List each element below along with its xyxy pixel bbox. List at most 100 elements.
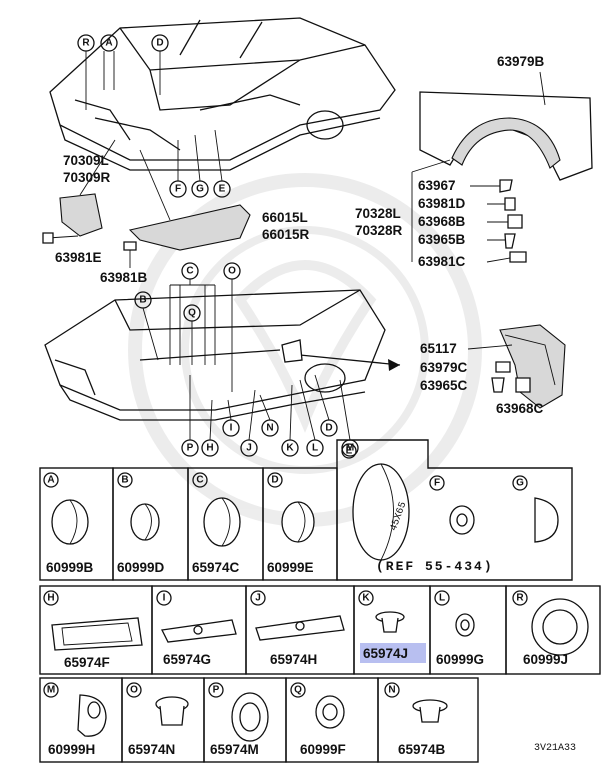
callout-I-middle: I: [222, 419, 240, 437]
grid-cell-I: I 65974G: [151, 585, 247, 675]
svg-text:B: B: [139, 295, 146, 306]
leader-65117: [467, 344, 513, 350]
diagram-code: 3V21A33: [534, 743, 576, 754]
callout-C-middle: C: [181, 262, 199, 280]
callout-L-middle: L: [306, 439, 324, 457]
grid-cell-H: H 65974F: [39, 585, 153, 675]
svg-text:Q: Q: [188, 308, 196, 319]
grid-cell-N: N 65974B: [377, 677, 479, 763]
bolt-icon: [504, 197, 516, 211]
svg-text:H: H: [206, 443, 213, 454]
svg-text:D: D: [325, 423, 332, 434]
callout-D-top: D: [151, 34, 169, 52]
svg-text:65974C: 65974C: [192, 560, 240, 575]
svg-text:65974B: 65974B: [398, 742, 446, 757]
nut-icon: [507, 214, 523, 229]
svg-text:60999J: 60999J: [523, 652, 568, 667]
bolt-icon: [42, 232, 54, 244]
label-63965C: 63965C: [420, 378, 468, 393]
svg-text:P: P: [187, 443, 194, 454]
label-70309L: 70309L: [63, 153, 109, 168]
svg-text:Q: Q: [294, 685, 302, 696]
svg-text:E: E: [346, 446, 353, 457]
highlight-box: [360, 643, 426, 663]
svg-text:B: B: [121, 475, 128, 486]
svg-text:60999D: 60999D: [117, 560, 165, 575]
label-66015R: 66015R: [262, 227, 310, 242]
grid-cell-L: L 60999G: [429, 585, 507, 675]
grid-cell-R: R 60999J: [505, 585, 601, 675]
svg-text:M: M: [47, 685, 55, 696]
svg-text:J: J: [255, 593, 261, 604]
callout-P-middle: P: [181, 439, 199, 457]
callout-N-middle: N: [261, 419, 279, 437]
label-63967: 63967: [418, 178, 456, 193]
screw-icon: [504, 233, 516, 249]
fender-bracket-top: [411, 159, 451, 173]
svg-text:O: O: [228, 266, 236, 277]
svg-text:K: K: [362, 593, 370, 604]
grid-cell-M: M 60999H: [39, 677, 123, 763]
svg-text:65974F: 65974F: [64, 655, 110, 670]
label-63968B: 63968B: [418, 214, 466, 229]
svg-text:M: M: [346, 443, 354, 454]
grid-cell-K: K 65974J: [353, 585, 431, 675]
svg-text:F: F: [434, 478, 440, 489]
grid-cell-Q: Q 60999F: [285, 677, 379, 763]
clip-icon: [499, 179, 513, 193]
grid-cell-E-F-G: E 45X65 F G (REF 55-434): [336, 439, 573, 581]
callout-A-top: A: [100, 34, 118, 52]
label-65117: 65117: [420, 341, 457, 356]
screw-icon: [491, 377, 505, 393]
callout-leaders-top: [85, 51, 223, 182]
svg-text:R: R: [82, 38, 90, 49]
callout-R-top: R: [77, 34, 95, 52]
grid-cell-O: O 65974N: [121, 677, 205, 763]
callout-H-middle: H: [201, 439, 219, 457]
arrow-to-rear-assembly: [281, 339, 401, 371]
grid-cell-D: D 60999E: [262, 467, 338, 581]
label-63981C: 63981C: [418, 254, 466, 269]
label-70309R: 70309R: [63, 170, 111, 185]
grid-cell-J: J 65974H: [245, 585, 355, 675]
svg-text:L: L: [439, 593, 445, 604]
arrow-leader-70309: [79, 139, 116, 196]
callout-leaders-middle: [142, 279, 351, 441]
svg-text:60999H: 60999H: [48, 742, 95, 757]
ref-note: (REF 55-434): [376, 559, 494, 574]
svg-text:C: C: [196, 475, 203, 486]
svg-text:D: D: [271, 475, 278, 486]
svg-text:L: L: [312, 443, 318, 454]
grid-cell-A: A 60999B: [39, 467, 114, 581]
label-63981E: 63981E: [55, 250, 102, 265]
svg-text:C: C: [186, 266, 193, 277]
svg-text:H: H: [47, 593, 54, 604]
label-70328L: 70328L: [355, 206, 401, 221]
svg-text:60999B: 60999B: [46, 560, 94, 575]
grid-cell-P: P 65974M: [203, 677, 287, 763]
label-63968C: 63968C: [496, 401, 544, 416]
vehicle-body-top: [49, 17, 396, 171]
callout-G-top: G: [191, 180, 209, 198]
svg-text:N: N: [266, 423, 273, 434]
svg-text:60999E: 60999E: [267, 560, 314, 575]
svg-text:A: A: [105, 38, 112, 49]
fender-liner-part: [419, 91, 593, 181]
callout-K-middle: K: [281, 439, 299, 457]
under-cover-part: [128, 204, 251, 251]
highlighted-part-65974J[interactable]: 65974J: [363, 646, 408, 661]
svg-text:G: G: [516, 478, 524, 489]
label-63981D: 63981D: [418, 196, 466, 211]
bolt-icon: [495, 361, 511, 373]
svg-text:N: N: [388, 685, 395, 696]
svg-text:A: A: [47, 475, 54, 486]
svg-text:I: I: [230, 423, 233, 434]
svg-text:65974N: 65974N: [128, 742, 175, 757]
svg-text:K: K: [286, 443, 294, 454]
leader-63979B: [539, 71, 546, 106]
label-63981B: 63981B: [100, 270, 148, 285]
svg-text:O: O: [130, 685, 138, 696]
svg-text:P: P: [213, 685, 220, 696]
label-70328R: 70328R: [355, 223, 403, 238]
